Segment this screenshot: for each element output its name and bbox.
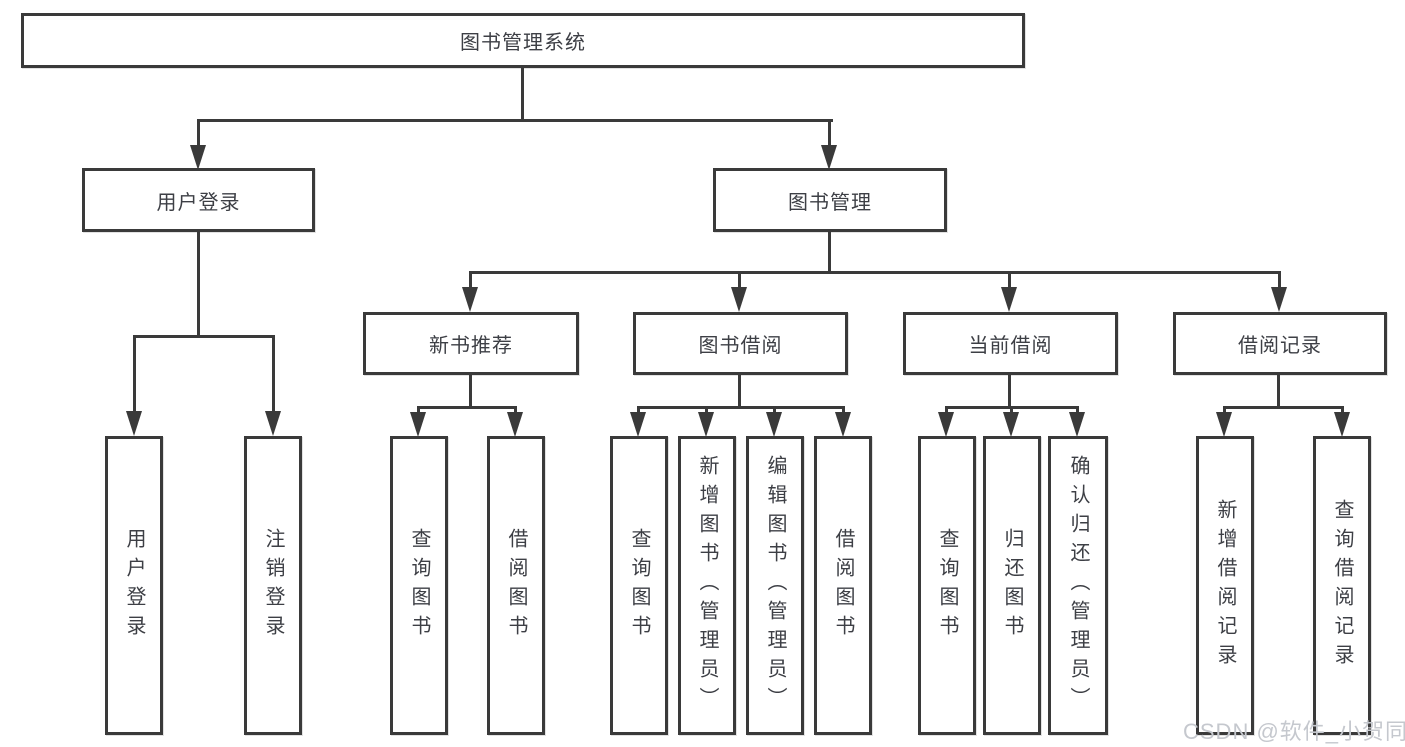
leaf-borrow-books: 借阅图书 [814,436,872,735]
node-book-management: 图书管理 [713,168,947,232]
leaf-label: 查询图书 [408,527,430,644]
node-label: 新书推荐 [429,335,513,357]
node-label: 用户登录 [156,191,241,214]
leaf-borrow-books-recommend: 借阅图书 [487,436,545,735]
connector-drop [133,335,136,413]
connector-stub [1277,375,1280,408]
connector-bookmgmt-stub [828,232,831,274]
connector-drop [1223,406,1226,414]
connector-drop [637,406,640,414]
leaf-label: 借阅图书 [505,527,527,644]
connector-drop [705,406,708,414]
leaf-query-books-borrowing: 查询图书 [610,436,668,735]
leaf-label: 借阅图书 [832,527,854,644]
node-user-login: 用户登录 [82,168,315,232]
connector-root-branch [197,119,833,122]
arrow-down-icon [1001,287,1017,312]
leaf-query-borrow-record: 查询借阅记录 [1313,436,1371,735]
arrow-down-icon [938,412,954,437]
leaf-label: 新增借阅记录 [1214,498,1236,673]
connector-stub [469,375,472,408]
leaf-logout: 注销登录 [244,436,302,735]
node-label: 图书借阅 [698,335,783,357]
arrow-down-icon [1069,412,1085,437]
connector-branch [417,406,517,409]
connector-drop [1278,271,1281,289]
leaf-edit-books-admin: 编辑图书（管理员） [746,436,804,735]
arrow-down-icon [731,287,747,312]
connector-root-stub [521,68,524,120]
leaf-label: 查询图书 [936,527,958,644]
connector-drop [1008,271,1011,289]
arrow-down-icon [507,412,523,437]
leaf-add-borrow-record: 新增借阅记录 [1196,436,1254,735]
connector-drop [514,406,517,414]
leaf-query-books-recommend: 查询图书 [390,436,448,735]
connector-drop [417,406,420,414]
connector-drop [469,271,472,289]
connector-drop [1341,406,1344,414]
connector-userlogin-branch [133,335,275,338]
node-root-library-system: 图书管理系统 [21,13,1025,68]
connector-drop [1010,406,1013,414]
leaf-label: 新增图书（管理员） [696,455,718,716]
arrow-down-icon [766,412,782,437]
node-label: 当前借阅 [968,335,1053,357]
connector-branch [1223,406,1344,409]
leaf-label: 查询图书 [628,527,650,644]
arrow-down-icon [126,411,142,436]
connector-stub [1008,375,1011,408]
leaf-user-login: 用户登录 [105,436,163,735]
connector-drop [945,406,948,414]
arrow-down-icon [1271,287,1287,312]
arrow-down-icon [410,412,426,437]
connector-drop [828,119,831,147]
arrow-down-icon [821,145,837,170]
node-book-borrowing: 图书借阅 [633,312,848,375]
arrow-down-icon [1216,412,1232,437]
arrow-down-icon [835,412,851,437]
leaf-label: 归还图书 [1001,527,1023,644]
leaf-label: 注销登录 [262,527,284,644]
leaf-confirm-return-admin: 确认归还（管理员） [1048,436,1108,735]
leaf-label: 确认归还（管理员） [1067,455,1089,716]
leaf-label: 编辑图书（管理员） [764,455,786,716]
node-label: 图书管理 [788,191,872,214]
arrow-down-icon [698,412,714,437]
connector-bookmgmt-branch [469,271,1281,274]
connector-drop [738,271,741,289]
leaf-label: 用户登录 [123,527,145,644]
leaf-add-books-admin: 新增图书（管理员） [678,436,736,735]
arrow-down-icon [265,411,281,436]
leaf-label: 查询借阅记录 [1331,498,1353,673]
connector-stub [738,375,741,408]
arrow-down-icon [190,145,206,170]
arrow-down-icon [1334,412,1350,437]
node-borrowing-records: 借阅记录 [1173,312,1387,375]
connector-branch [637,406,845,409]
leaf-query-books-current: 查询图书 [918,436,976,735]
connector-drop [197,119,200,147]
node-current-borrowing: 当前借阅 [903,312,1118,375]
node-label: 借阅记录 [1238,335,1322,357]
leaf-return-books: 归还图书 [983,436,1041,735]
connector-drop [773,406,776,414]
node-label: 图书管理系统 [460,32,586,54]
node-new-book-recommendation: 新书推荐 [363,312,579,375]
arrow-down-icon [462,287,478,312]
connector-drop [272,335,275,413]
csdn-watermark: CSDN @软件_小贺同学 [1183,719,1405,744]
connector-drop [842,406,845,414]
connector-drop [1076,406,1079,414]
connector-userlogin-stub [197,232,200,337]
arrow-down-icon [630,412,646,437]
arrow-down-icon [1003,412,1019,437]
